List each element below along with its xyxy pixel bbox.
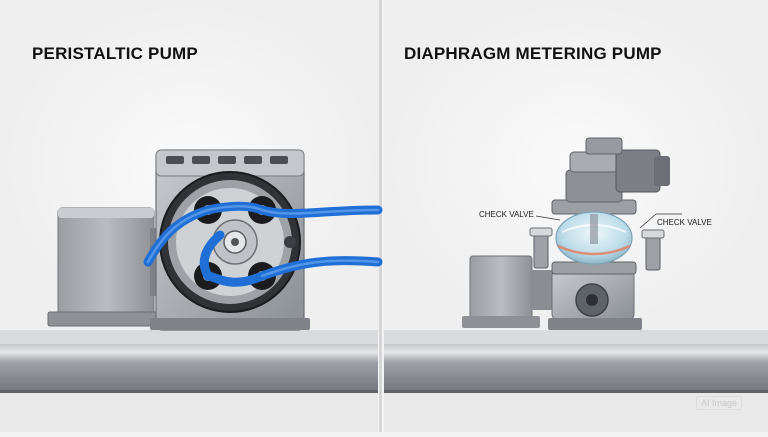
watermark-badge: AI Image	[695, 396, 742, 410]
left-mounting-rail	[0, 330, 378, 432]
peristaltic-pump-title: PERISTALTIC PUMP	[32, 44, 198, 63]
peristaltic-pump-drawing	[47, 149, 383, 331]
diaphragm-pump-drawing	[462, 137, 682, 330]
diaphragm-pump-title: DIAPHRAGM METERING PUMP	[404, 44, 662, 63]
panel-divider	[379, 0, 382, 432]
check-valve-callout-left: CHECK VALVE	[479, 210, 534, 219]
right-mounting-rail	[384, 330, 768, 432]
check-valve-callout-right: CHECK VALVE	[657, 218, 712, 227]
